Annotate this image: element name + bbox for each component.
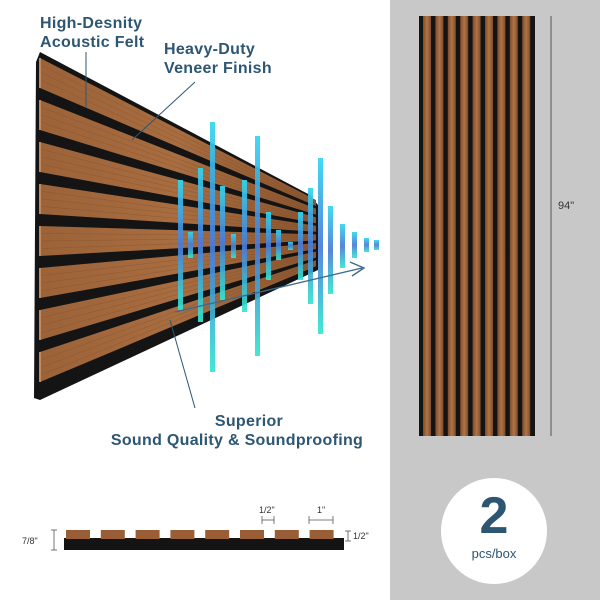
wood-grain xyxy=(41,264,315,375)
callout-sound-quality: Superior Sound Quality & Soundproofing xyxy=(111,412,384,450)
dim-thickness-total: 7/8" xyxy=(22,536,38,546)
arrow-icon xyxy=(174,261,366,313)
wave-bar xyxy=(220,186,225,300)
section-slat xyxy=(135,530,160,539)
vertical-slat xyxy=(522,16,531,436)
wave-bar xyxy=(242,180,247,312)
wave-bar xyxy=(266,212,271,280)
wood-grain xyxy=(41,80,315,205)
section-slat xyxy=(274,530,299,539)
section-slat xyxy=(100,530,125,539)
callout-veneer-line2: Veneer Finish xyxy=(164,60,272,77)
cross-section xyxy=(64,530,344,550)
sound-wave-icon xyxy=(178,122,379,372)
badge-count: 2 xyxy=(479,487,509,545)
callout-veneer-finish: Heavy-Duty Veneer Finish xyxy=(164,40,272,78)
section-slat xyxy=(66,530,90,539)
dim-thickness-base: 1/2" xyxy=(353,531,369,541)
wave-bar xyxy=(308,188,313,304)
vertical-slat xyxy=(435,16,444,436)
vertical-slat xyxy=(472,16,481,436)
dim-gap: 1/2" xyxy=(259,505,275,515)
wave-bar xyxy=(255,136,260,356)
callout-sound-line1: Superior xyxy=(214,413,284,430)
wave-bar xyxy=(178,180,183,310)
wave-bar xyxy=(352,232,357,258)
wave-bar xyxy=(340,224,345,268)
wood-grain xyxy=(41,65,315,202)
wood-grain xyxy=(41,114,315,212)
wood-grain xyxy=(41,72,315,204)
slat xyxy=(40,58,316,206)
callout-sound-line2: Sound Quality & Soundproofing xyxy=(110,432,364,449)
wave-bar xyxy=(276,230,281,260)
vertical-slat xyxy=(509,16,518,436)
vertical-slat xyxy=(447,16,456,436)
callout-felt-line2: Acoustic Felt xyxy=(40,34,145,51)
callout-veneer-line1: Heavy-Duty xyxy=(164,41,256,58)
section-slat xyxy=(309,530,334,539)
wood-grain xyxy=(41,122,315,214)
dim-slat-width: 1" xyxy=(317,505,325,515)
wave-bar xyxy=(318,158,323,334)
badge-unit: pcs/box xyxy=(471,546,517,561)
wave-bar xyxy=(288,242,293,250)
vertical-slat xyxy=(423,16,431,436)
vertical-slat xyxy=(497,16,506,436)
wave-bar xyxy=(198,168,203,322)
section-dimension-lines xyxy=(51,516,351,551)
vertical-slat xyxy=(460,16,469,436)
wave-bar xyxy=(364,238,369,252)
wave-bar xyxy=(374,240,379,250)
wave-bar xyxy=(298,212,303,280)
wave-bar xyxy=(188,232,193,258)
vertical-panel xyxy=(419,16,535,436)
callout-acoustic-felt: High-Desnity Acoustic Felt xyxy=(40,14,144,52)
vertical-slat xyxy=(485,16,493,436)
section-slat xyxy=(170,530,195,539)
section-slat xyxy=(240,530,264,539)
wave-bar xyxy=(210,122,215,372)
height-label: 94" xyxy=(558,200,575,212)
leader-sound xyxy=(169,319,196,409)
wood-grain xyxy=(41,262,315,368)
wave-bar xyxy=(328,206,333,294)
wood-grain xyxy=(41,107,315,211)
quantity-badge: 2 pcs/box xyxy=(441,478,547,584)
section-slat xyxy=(205,530,230,539)
wave-bar xyxy=(231,234,236,258)
leader-veneer xyxy=(131,81,196,141)
callout-felt-line1: High-Desnity xyxy=(40,15,143,32)
